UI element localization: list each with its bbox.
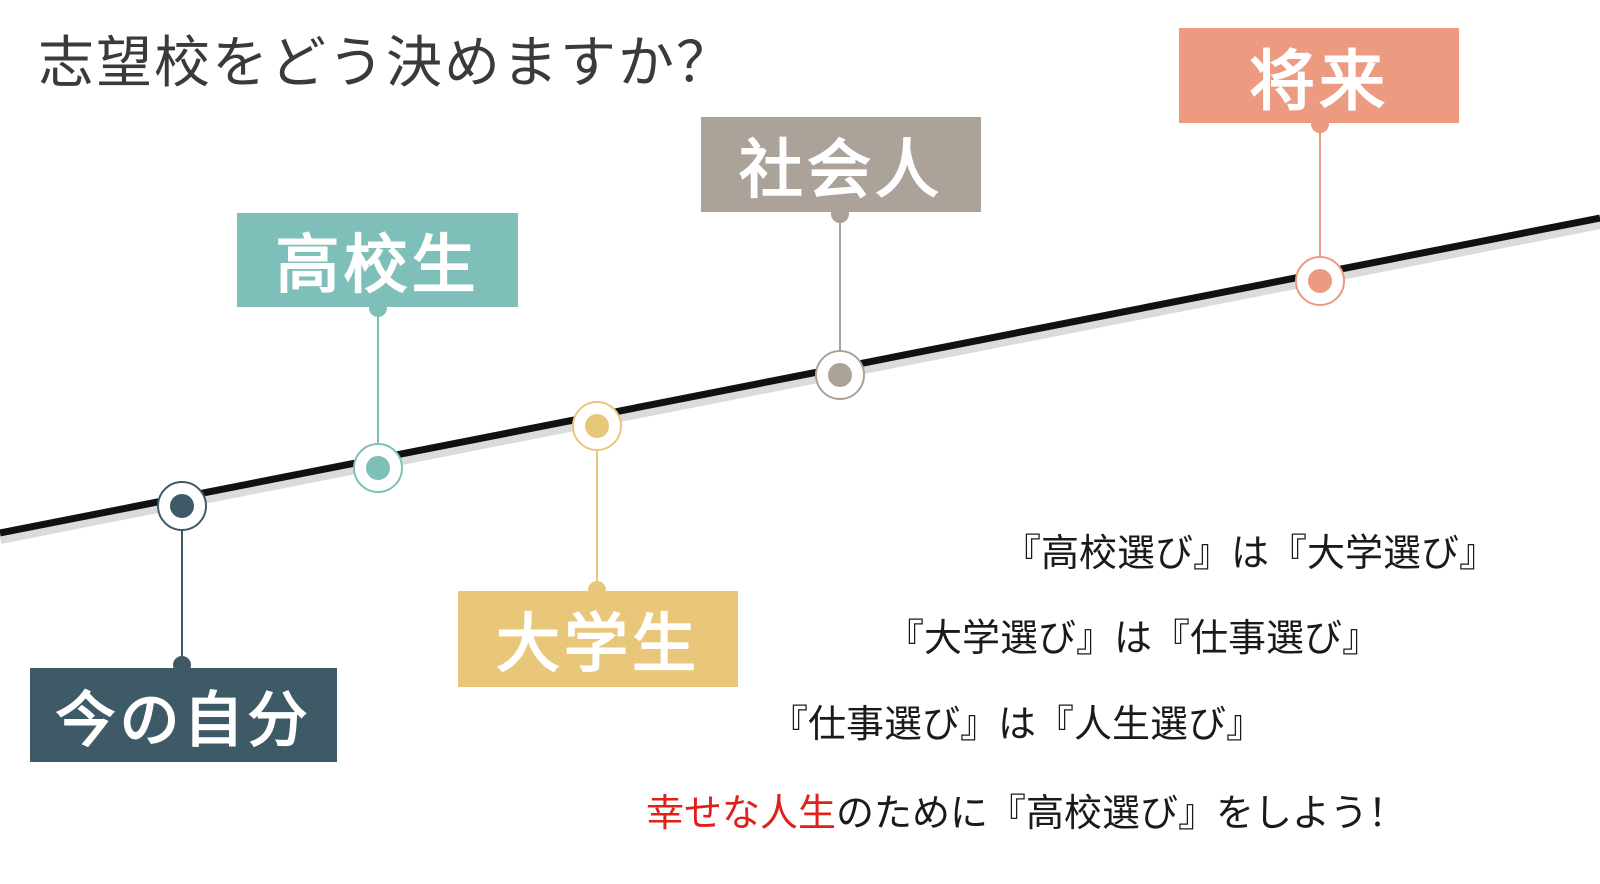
- connector-work: [831, 205, 849, 372]
- statement-1: 『高校選び』は『大学選び』: [1003, 531, 1498, 575]
- node-univ: [572, 401, 622, 451]
- statement-3: 『仕事選び』は『人生選び』: [770, 702, 1265, 746]
- statement-2: 『大学選び』は『仕事選び』: [886, 616, 1381, 660]
- stage-label-work-text: 社会人: [739, 133, 943, 208]
- node-work: [815, 350, 865, 400]
- node-high: [353, 443, 403, 493]
- stage-label-high: 高校生: [237, 213, 518, 307]
- connector-future: [1311, 115, 1329, 279]
- stage-label-now-text: 今の自分: [55, 685, 312, 756]
- stage-label-future: 将来: [1179, 28, 1459, 123]
- conclusion-rest: のために『高校選び』をしよう！: [836, 791, 1407, 835]
- connector-high: [369, 299, 387, 460]
- stage-label-future-text: 将来: [1249, 42, 1389, 120]
- stage-label-univ-text: 大学生: [496, 608, 700, 682]
- conclusion-highlight: 幸せな人生: [646, 791, 837, 835]
- stage-label-work: 社会人: [701, 117, 981, 212]
- page-title: 志望校をどう決めますか？: [38, 31, 734, 96]
- node-now: [157, 481, 207, 531]
- stage-label-now: 今の自分: [30, 668, 337, 762]
- conclusion: 幸せな人生のために『高校選び』をしよう！: [646, 782, 1406, 837]
- stage-label-high-text: 高校生: [275, 229, 480, 303]
- stage-label-univ: 大学生: [458, 591, 738, 687]
- node-future: [1295, 256, 1345, 306]
